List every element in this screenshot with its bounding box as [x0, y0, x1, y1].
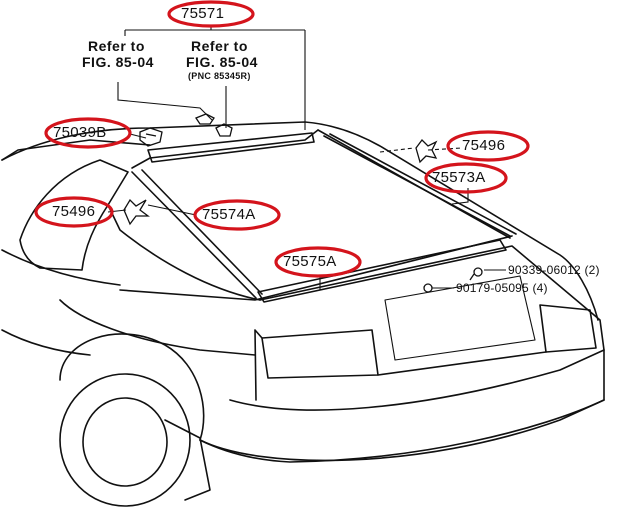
ref2-line1: Refer to: [191, 38, 248, 54]
part-number-75496-right: 75496: [462, 137, 506, 154]
lower-molding: [257, 239, 507, 303]
leader-75571: [124, 26, 306, 130]
screw-90179: [423, 283, 433, 293]
highlight-75571: [167, 0, 255, 28]
highlight-75575A: [274, 246, 362, 278]
tire: [59, 373, 191, 507]
tail-lamp-right: [539, 304, 597, 353]
ref1-line1: Refer to: [88, 38, 145, 54]
right-molding: [323, 135, 511, 237]
wheel-arch: [59, 333, 205, 441]
highlight-75573A: [424, 162, 508, 194]
leader-ref1: [117, 82, 213, 121]
rear-panel-face: [254, 329, 547, 401]
part-number-75573A: 75573A: [432, 169, 486, 186]
hatch-frame-left-rail-2: [141, 169, 263, 295]
fastener-90339: 90339-06012 (2): [508, 263, 600, 277]
hatch-frame-top: [149, 129, 319, 159]
leader-75574A: [147, 204, 197, 216]
license-recess: [384, 275, 536, 361]
highlight-75496-right: [446, 130, 530, 162]
bracket-ref1: [195, 113, 215, 125]
hatch-frame-left-rail: [131, 171, 257, 299]
part-number-75571: 75571: [181, 5, 225, 22]
hatch-bottom-edge: [119, 235, 513, 301]
clip-75496-right: [415, 139, 438, 164]
bumper-lower: [199, 399, 605, 462]
clip-75039B: [139, 127, 163, 147]
part-number-75574A: 75574A: [202, 206, 256, 223]
mudflap: [164, 419, 211, 501]
tail-lamp-left: [261, 329, 379, 379]
ref1-line2: FIG. 85-04: [82, 54, 154, 70]
highlight-75039B: [44, 117, 132, 149]
clip-75496-left: [123, 198, 150, 226]
fastener-90179: 90179-05095 (4): [456, 281, 548, 295]
wheel-rim: [82, 397, 168, 487]
side-body-line: [1, 249, 121, 286]
hatch-frame-left: [131, 157, 151, 169]
leader-75039B: [129, 133, 147, 139]
highlight-75496-left: [34, 196, 114, 228]
ref2-pnc: (PNC 85345R): [188, 71, 251, 81]
bumper: [199, 349, 605, 463]
side-window: [19, 159, 129, 271]
bracket-ref2: [215, 123, 233, 137]
leader-75496-right: [427, 147, 463, 151]
right-molding-2: [329, 133, 517, 235]
screw-90339-shank: [469, 273, 475, 281]
part-number-75496-left: 75496: [52, 203, 96, 220]
quarter-panel: [107, 204, 261, 301]
leader-75496-right-2: [379, 147, 415, 153]
quarter-lower: [59, 299, 256, 356]
ref2-line2: FIG. 85-04: [186, 54, 258, 70]
top-molding: [147, 132, 315, 163]
highlight-75574A: [193, 199, 281, 231]
rocker: [1, 329, 91, 356]
screw-90339: [473, 267, 483, 277]
part-number-75575A: 75575A: [283, 253, 337, 270]
part-number-75039B: 75039B: [53, 124, 107, 141]
rear-panel-top: [259, 245, 605, 351]
roof-outline: [1, 121, 599, 321]
